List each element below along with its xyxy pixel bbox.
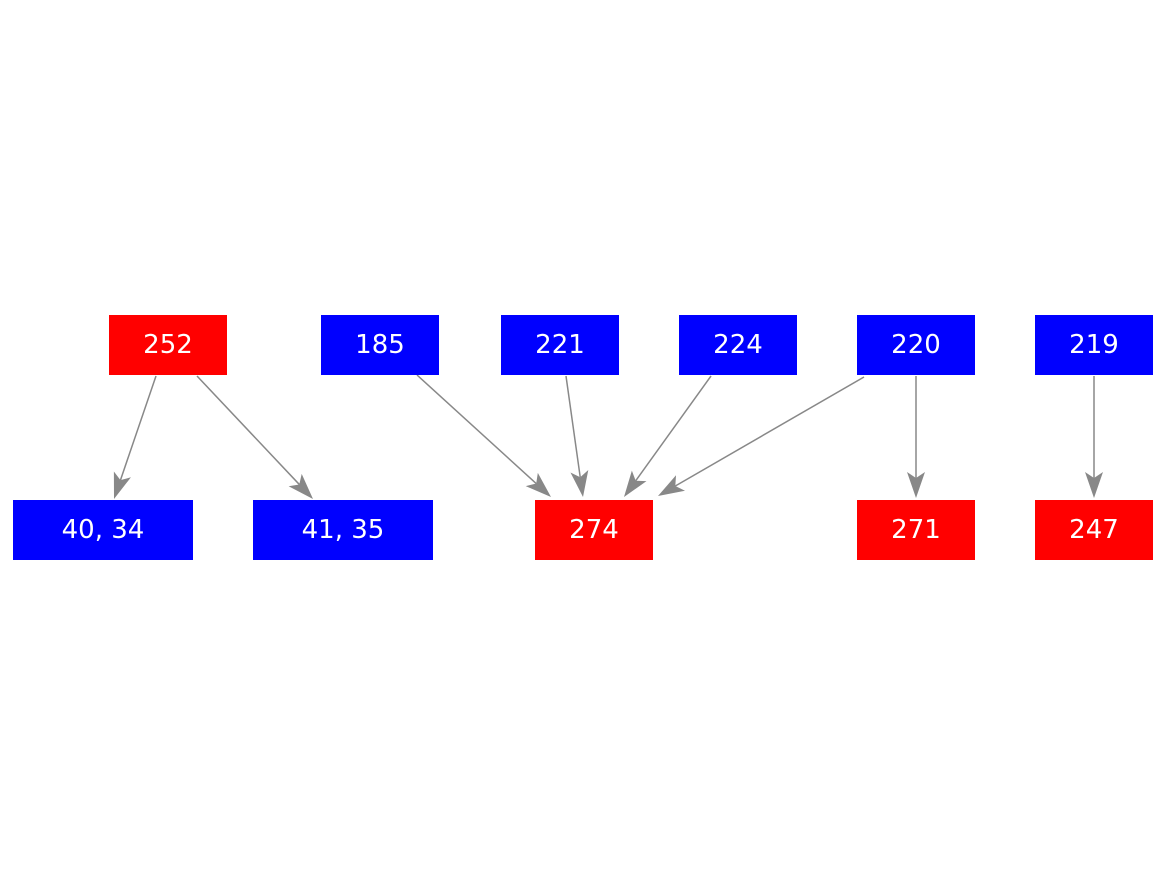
- graph-node-219: 219: [1035, 315, 1153, 375]
- node-label: 41, 35: [301, 515, 385, 545]
- graph-node-224: 224: [679, 315, 797, 375]
- node-label: 221: [535, 330, 585, 360]
- node-label: 271: [891, 515, 941, 545]
- node-label: 185: [355, 330, 405, 360]
- graph-node-252: 252: [109, 315, 227, 375]
- graph-node-220: 220: [857, 315, 975, 375]
- node-label: 274: [569, 515, 619, 545]
- node-label: 247: [1069, 515, 1119, 545]
- node-label: 40, 34: [61, 515, 145, 545]
- graph-node-185: 185: [321, 315, 439, 375]
- graph-node-271: 271: [857, 500, 975, 560]
- graph-node-40-34: 40, 34: [13, 500, 193, 560]
- graph-node-247: 247: [1035, 500, 1153, 560]
- graph-node-274: 274: [535, 500, 653, 560]
- node-label: 219: [1069, 330, 1119, 360]
- graph-node-41-35: 41, 35: [253, 500, 433, 560]
- node-label: 220: [891, 330, 941, 360]
- graph-node-221: 221: [501, 315, 619, 375]
- node-label: 224: [713, 330, 763, 360]
- node-label: 252: [143, 330, 193, 360]
